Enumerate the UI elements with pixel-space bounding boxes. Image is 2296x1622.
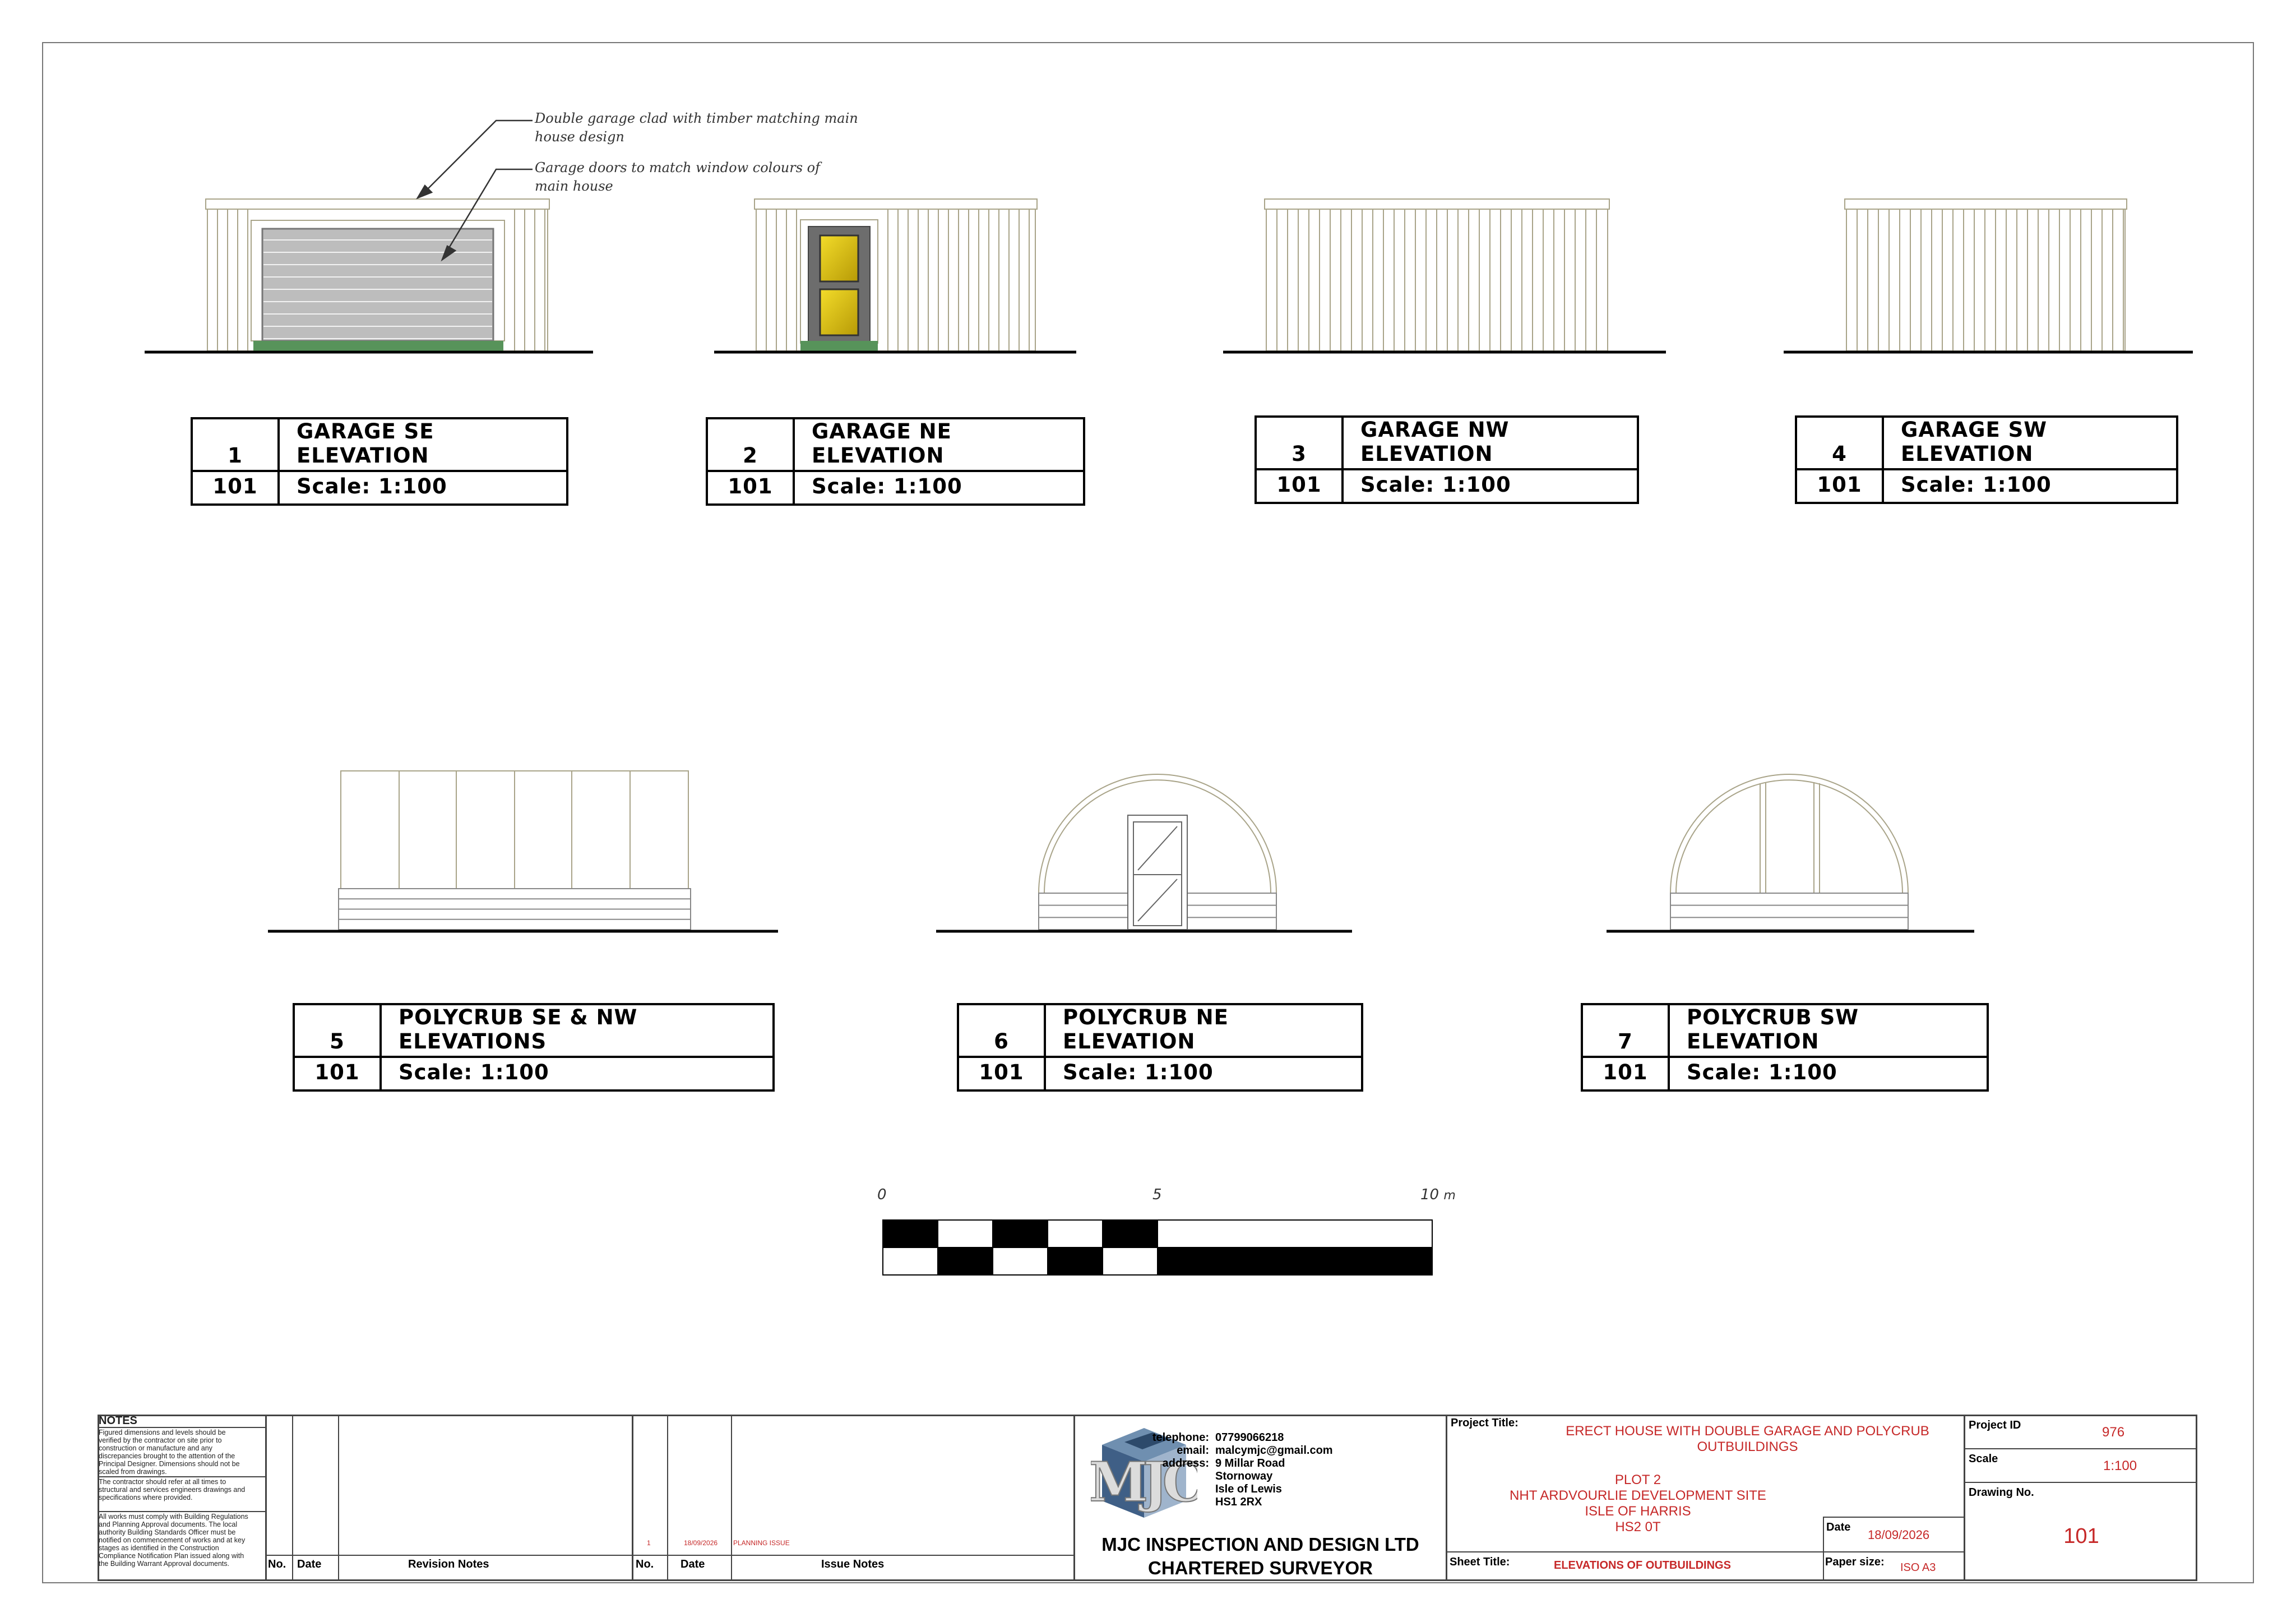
- scale-bar-segment: [1157, 1219, 1433, 1248]
- issue-row-note: PLANNING ISSUE: [733, 1539, 790, 1547]
- door-plinth: [253, 341, 503, 351]
- scale-bar-segment: [1047, 1219, 1103, 1248]
- timber-cladding: [217, 209, 545, 351]
- scale-bar-segment: [1102, 1247, 1158, 1276]
- notes-box: NOTES Figured dimensions and levels shou…: [98, 1415, 267, 1581]
- scale-bar-segment: [1102, 1219, 1158, 1248]
- scale-value: 1:100: [2103, 1458, 2137, 1473]
- drawing-no-value: 101: [2063, 1524, 2099, 1548]
- garage-door-panels: [263, 239, 492, 339]
- scale-label: Scale: [1969, 1453, 1998, 1465]
- paper-size-value: ISO A3: [1900, 1561, 1936, 1574]
- polycrub-sw-elevation: [1607, 774, 1974, 933]
- garage-sw-elevation: [1784, 198, 2193, 354]
- project-title-label: Project Title:: [1451, 1417, 1519, 1429]
- project-id-value: 976: [2102, 1425, 2125, 1440]
- drawing-no-label: Drawing No.: [1969, 1486, 2034, 1499]
- glazing-mullions: [399, 771, 631, 889]
- address-label: address:: [1162, 1457, 1209, 1469]
- garage-door: [261, 228, 494, 342]
- polycrub-arch-outer: [1670, 774, 1909, 894]
- telephone-value: 07799066218: [1215, 1431, 1284, 1444]
- company-block: MJC telephone: 07799066218 email: malcym…: [1075, 1415, 1447, 1581]
- paper-size-label: Paper size:: [1825, 1556, 1885, 1568]
- scale-bar-segment: [882, 1219, 938, 1248]
- sheet-title-label: Sheet Title:: [1450, 1556, 1510, 1568]
- sheet-border: [42, 42, 2254, 1583]
- scale-bar-segment: [1157, 1247, 1433, 1276]
- email-label: email:: [1177, 1444, 1209, 1457]
- polycrub-door: [1133, 821, 1182, 926]
- scale-bar-segment: [937, 1247, 993, 1276]
- issue-row-no: 1: [647, 1539, 651, 1547]
- logo-letters: MJC: [1091, 1450, 1197, 1514]
- sheet-title: ELEVATIONS OF OUTBUILDINGS: [1554, 1559, 1731, 1572]
- polycrub-se-nw-elevation: [268, 770, 778, 933]
- cladding-note: Double garage clad with timber matching …: [535, 110, 858, 145]
- door-glass-bottom: [819, 288, 859, 336]
- scale-bar-segment: [1047, 1247, 1103, 1276]
- scale-bar-segment: [937, 1219, 993, 1248]
- project-title: ERECT HOUSE WITH DOUBLE GARAGE AND POLYC…: [1566, 1424, 1929, 1454]
- scale-bar-segment: [992, 1219, 1048, 1248]
- note-2: The contractor should refer at all times…: [98, 1477, 265, 1512]
- door-plinth: [800, 341, 878, 351]
- scale-bar-start: 0: [877, 1186, 887, 1203]
- issue-col-date: Date: [681, 1558, 705, 1570]
- notes-heading: NOTES: [98, 1415, 265, 1428]
- polycrub-arch-inner: [1044, 779, 1271, 894]
- door-glass-top: [819, 234, 859, 283]
- note-3: All works must comply with Building Regu…: [99, 1513, 248, 1568]
- scale-bar-segment: [992, 1247, 1048, 1276]
- date-value: 18/09/2026: [1868, 1528, 1930, 1542]
- revision-col-no: No.: [268, 1558, 286, 1570]
- id-block: Project ID 976 Scale 1:100 Drawing No. 1…: [1965, 1415, 2197, 1581]
- email-value: malcymjc@gmail.com: [1215, 1444, 1333, 1457]
- garage-se-elevation: [145, 198, 593, 354]
- company-role: CHARTERED SURVEYOR: [1148, 1558, 1373, 1578]
- telephone-label: telephone:: [1152, 1431, 1209, 1444]
- issue-row-date: 18/09/2026: [684, 1539, 718, 1547]
- garage-nw-elevation: [1223, 198, 1666, 354]
- garage-ne-elevation: [714, 198, 1076, 354]
- revision-table: No. Date Revision Notes: [267, 1415, 633, 1581]
- date-label: Date: [1826, 1521, 1851, 1533]
- timber-cladding: [1857, 209, 2124, 351]
- issue-table: 1 18/09/2026 PLANNING ISSUE No. Date Iss…: [633, 1415, 1075, 1581]
- polycrub-base: [1670, 893, 1909, 930]
- issue-col-notes: Issue Notes: [821, 1558, 885, 1570]
- company-name: MJC INSPECTION AND DESIGN LTD: [1101, 1534, 1419, 1555]
- revision-col-date: Date: [297, 1558, 322, 1570]
- garage-fascia: [205, 198, 550, 210]
- revision-col-notes: Revision Notes: [408, 1558, 489, 1570]
- annotation-leaders: [416, 119, 533, 262]
- scale-bar-mid: 5: [1152, 1186, 1162, 1203]
- project-id-label: Project ID: [1969, 1419, 2021, 1431]
- base-boards: [1670, 904, 1908, 918]
- polycrub-ne-elevation: [936, 774, 1352, 933]
- scale-bar-segment: [882, 1247, 938, 1276]
- timber-cladding: [1276, 209, 1597, 351]
- timber-cladding: [766, 209, 1030, 351]
- project-block: Project Title: ERECT HOUSE WITH DOUBLE G…: [1447, 1415, 1965, 1581]
- issue-col-no: No.: [636, 1558, 654, 1570]
- scale-bar: [882, 1219, 1433, 1276]
- scale-bar-end: 10 m: [1420, 1186, 1456, 1203]
- base-boards: [339, 898, 691, 920]
- mjc-logo: MJC: [1091, 1428, 1197, 1518]
- polycrub-arch-inner: [1675, 779, 1903, 894]
